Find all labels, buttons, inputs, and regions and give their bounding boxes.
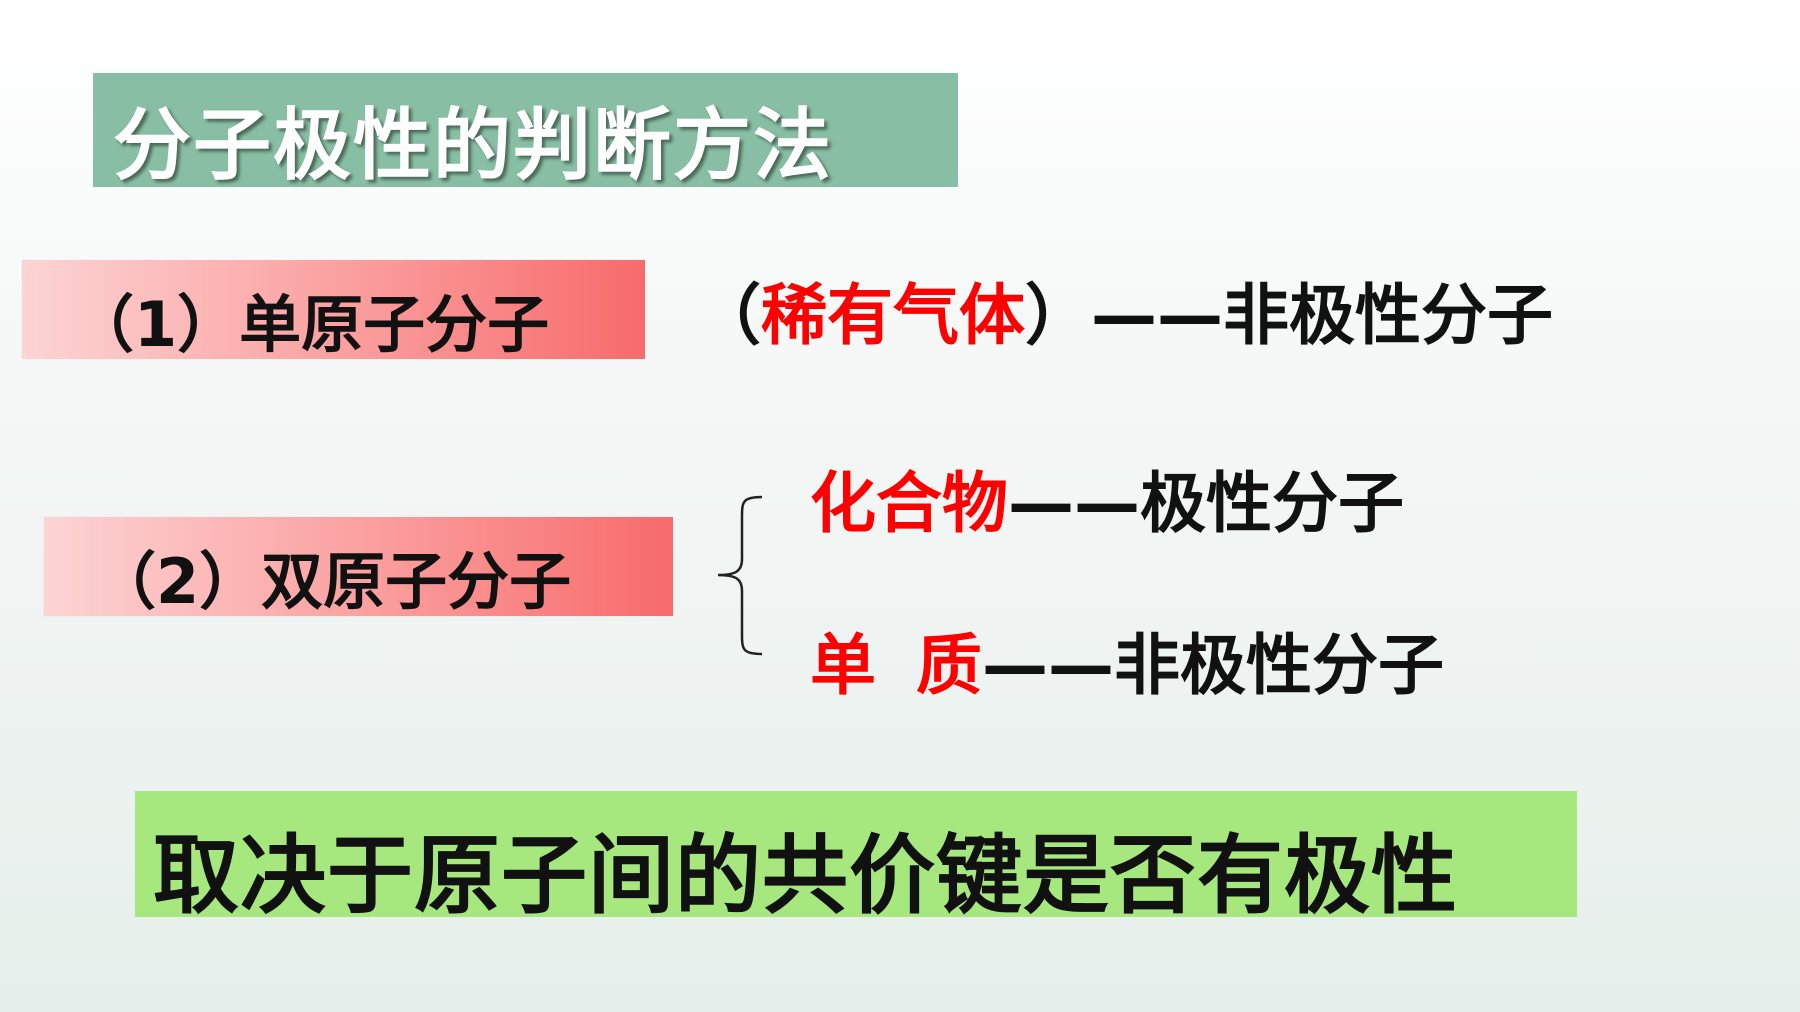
conclusion-box: 取决于原子间的共价键是否有极性 <box>135 791 1577 926</box>
brace-icon <box>717 495 763 656</box>
dash: —— <box>1091 277 1223 354</box>
open-paren: （ <box>695 277 761 354</box>
title-banner: 分子极性的判断方法 <box>93 73 958 191</box>
element-term-b: 质 <box>916 627 982 704</box>
element-term-a: 单 <box>810 627 876 704</box>
case-1-rule: （稀有气体）——非极性分子 <box>695 262 1553 358</box>
case-2-box: （2）双原子分子 <box>44 517 673 618</box>
compound-rule: 化合物——极性分子 <box>810 450 1404 546</box>
noble-gas-term: 稀有气体 <box>761 277 1025 354</box>
dash: —— <box>1008 465 1140 542</box>
case-1-result: 非极性分子 <box>1223 277 1553 354</box>
element-result: 非极性分子 <box>1114 627 1444 704</box>
case-2-label: （2）双原子分子 <box>94 545 572 618</box>
element-rule: 单质——非极性分子 <box>810 612 1444 708</box>
case-1-label: （1）单原子分子 <box>72 288 550 361</box>
conclusion-text: 取决于原子间的共价键是否有极性 <box>153 826 1458 926</box>
compound-term: 化合物 <box>810 465 1008 542</box>
slide-title: 分子极性的判断方法 <box>113 101 834 191</box>
close-paren: ） <box>1025 277 1091 354</box>
compound-result: 极性分子 <box>1140 465 1404 542</box>
case-1-box: （1）单原子分子 <box>22 260 645 361</box>
dash: —— <box>982 627 1114 704</box>
